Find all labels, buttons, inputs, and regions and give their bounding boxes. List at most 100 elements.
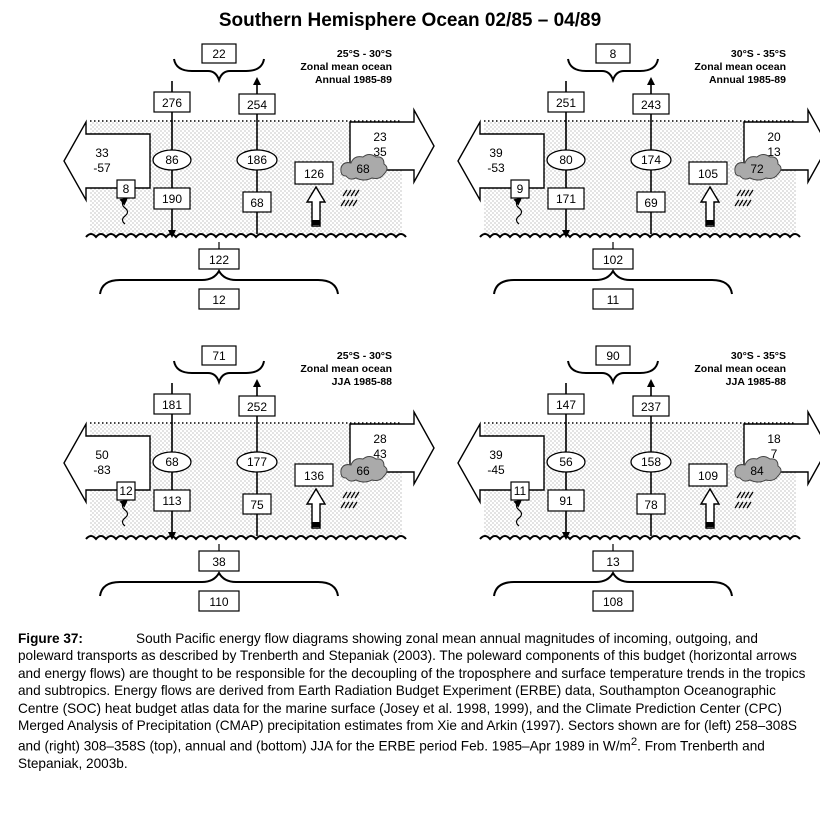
lower-left-box — [547, 187, 585, 210]
lower-right-box — [636, 493, 666, 515]
arrow-base-icon — [312, 220, 320, 225]
left-arrow-value-a: 50 — [95, 448, 109, 462]
upward-value-box — [238, 395, 276, 417]
top-value-box — [201, 43, 237, 64]
lower-left-value: 190 — [162, 192, 182, 206]
lower-right-value: 69 — [644, 196, 658, 210]
hollow-up-arrow-icon — [305, 185, 327, 227]
top-value-box — [595, 345, 631, 366]
top-value: 90 — [606, 349, 620, 363]
wavy-ocean-line — [85, 233, 407, 239]
cloud-value: 66 — [356, 464, 370, 478]
downward-value: 181 — [162, 398, 182, 412]
energy-flow-panel-1: 22 25°S - 30°S Zonal mean ocean Annual 1… — [63, 43, 435, 310]
lower-left-box — [153, 187, 191, 210]
upward-value: 252 — [247, 400, 267, 414]
period-label: JJA 1985-88 — [332, 376, 392, 388]
right-arrow-value-a: 28 — [373, 432, 387, 446]
bottom-value-box-2 — [592, 590, 634, 612]
rain-cloud-icon: 66 — [340, 456, 388, 509]
zonal-mean-label: Zonal mean ocean — [694, 61, 786, 73]
right-oval — [630, 451, 672, 473]
arrow-base-icon — [706, 522, 714, 527]
upward-value: 237 — [641, 400, 661, 414]
caption-superscript: 2 — [630, 736, 638, 749]
latent-heat-value: 136 — [304, 469, 324, 483]
downward-value: 147 — [556, 398, 576, 412]
downward-value-box — [153, 393, 191, 415]
lower-right-value: 68 — [250, 196, 264, 210]
left-arrow-value-b: -57 — [93, 161, 111, 175]
wavy-ocean-line — [479, 233, 801, 239]
lower-right-value: 78 — [644, 498, 658, 512]
downward-value: 251 — [556, 96, 576, 110]
upward-value-box — [238, 93, 276, 115]
left-arrow-value-b: -83 — [93, 463, 111, 477]
left-small-value: 12 — [119, 484, 133, 498]
upward-value-box — [632, 93, 670, 115]
latent-heat-box — [688, 463, 728, 487]
bottom-value-2: 108 — [603, 595, 623, 609]
top-value: 8 — [610, 47, 617, 61]
rain-cloud-icon: 68 — [340, 154, 388, 207]
right-oval — [236, 149, 278, 171]
left-oval — [546, 149, 586, 171]
region-label: 25°S - 30°S — [337, 48, 392, 60]
period-label: Annual 1985-89 — [315, 74, 392, 86]
bottom-value-1: 122 — [209, 253, 229, 267]
zonal-mean-label: Zonal mean ocean — [300, 61, 392, 73]
left-oval — [152, 149, 192, 171]
right-arrow-value-b: 7 — [771, 447, 778, 461]
figure-title: Southern Hemisphere Ocean 02/85 – 04/89 — [218, 10, 602, 31]
lower-left-value: 113 — [162, 494, 181, 508]
period-label: JJA 1985-88 — [726, 376, 786, 388]
bottom-brace — [99, 570, 339, 597]
right-arrow-value-a: 20 — [767, 130, 781, 144]
right-oval — [630, 149, 672, 171]
right-oval-value: 158 — [641, 455, 661, 469]
right-oval-value: 186 — [247, 153, 267, 167]
lower-right-value: 75 — [250, 498, 264, 512]
downward-value-box — [153, 91, 191, 113]
caption-text-end: . From Trenberth and Stepaniak, 2003b. — [18, 738, 765, 772]
lower-right-box — [242, 493, 272, 515]
top-value: 22 — [212, 47, 226, 61]
top-brace — [567, 58, 659, 84]
bottom-value-box-2 — [592, 288, 634, 310]
hollow-up-arrow-icon — [699, 487, 721, 529]
left-small-value: 9 — [517, 182, 524, 196]
top-brace — [173, 58, 265, 84]
bottom-value-2: 12 — [212, 293, 226, 307]
right-oval-value: 177 — [247, 455, 267, 469]
wavy-ocean-line — [85, 535, 407, 541]
top-brace — [173, 360, 265, 386]
latent-heat-box — [294, 463, 334, 487]
lower-left-box — [547, 489, 585, 512]
bottom-value-1: 102 — [603, 253, 623, 267]
rain-cloud-icon: 72 — [734, 154, 782, 207]
figure-label: Figure 37: — [18, 631, 83, 646]
latent-heat-value: 105 — [698, 167, 718, 181]
caption-text: South Pacific energy flow diagrams showi… — [18, 631, 806, 754]
lower-left-box — [153, 489, 191, 512]
top-value-box — [595, 43, 631, 64]
left-oval-value: 86 — [165, 153, 179, 167]
hollow-up-arrow-icon — [699, 185, 721, 227]
lower-left-value: 91 — [559, 494, 573, 508]
arrow-base-icon — [312, 522, 320, 527]
bottom-value-2: 110 — [209, 595, 228, 609]
left-oval-value: 80 — [559, 153, 573, 167]
cloud-value: 68 — [356, 162, 370, 176]
energy-flow-panel-2: 8 30°S - 35°S Zonal mean ocean Annual 19… — [457, 43, 820, 310]
squiggle-arrow-icon — [513, 197, 523, 225]
bottom-brace — [493, 268, 733, 295]
downward-value-box — [547, 91, 585, 113]
top-brace — [567, 360, 659, 386]
latent-heat-value: 109 — [698, 469, 718, 483]
cloud-value: 72 — [750, 162, 764, 176]
bottom-value-2: 11 — [607, 293, 620, 307]
region-label: 25°S - 30°S — [337, 350, 392, 362]
latent-heat-box — [688, 161, 728, 185]
latent-heat-value: 126 — [304, 167, 324, 181]
downward-value: 276 — [162, 96, 182, 110]
